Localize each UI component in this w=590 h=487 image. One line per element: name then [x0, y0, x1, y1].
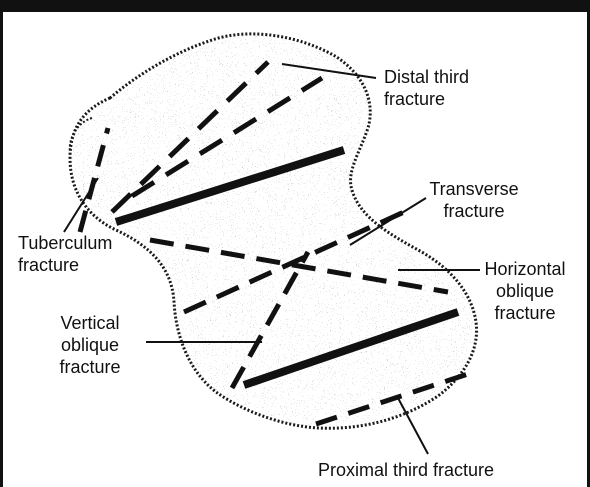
label-distal-third-fracture: Distal third fracture [384, 66, 469, 110]
label-proximal-third-fracture: Proximal third fracture [318, 459, 494, 481]
label-vertical-oblique-fracture: Vertical oblique fracture [40, 312, 140, 378]
label-transverse-fracture: Transverse fracture [424, 178, 524, 222]
label-horizontal-oblique-fracture: Horizontal oblique fracture [472, 258, 578, 324]
label-tuberculum-fracture: Tuberculum fracture [18, 232, 112, 276]
